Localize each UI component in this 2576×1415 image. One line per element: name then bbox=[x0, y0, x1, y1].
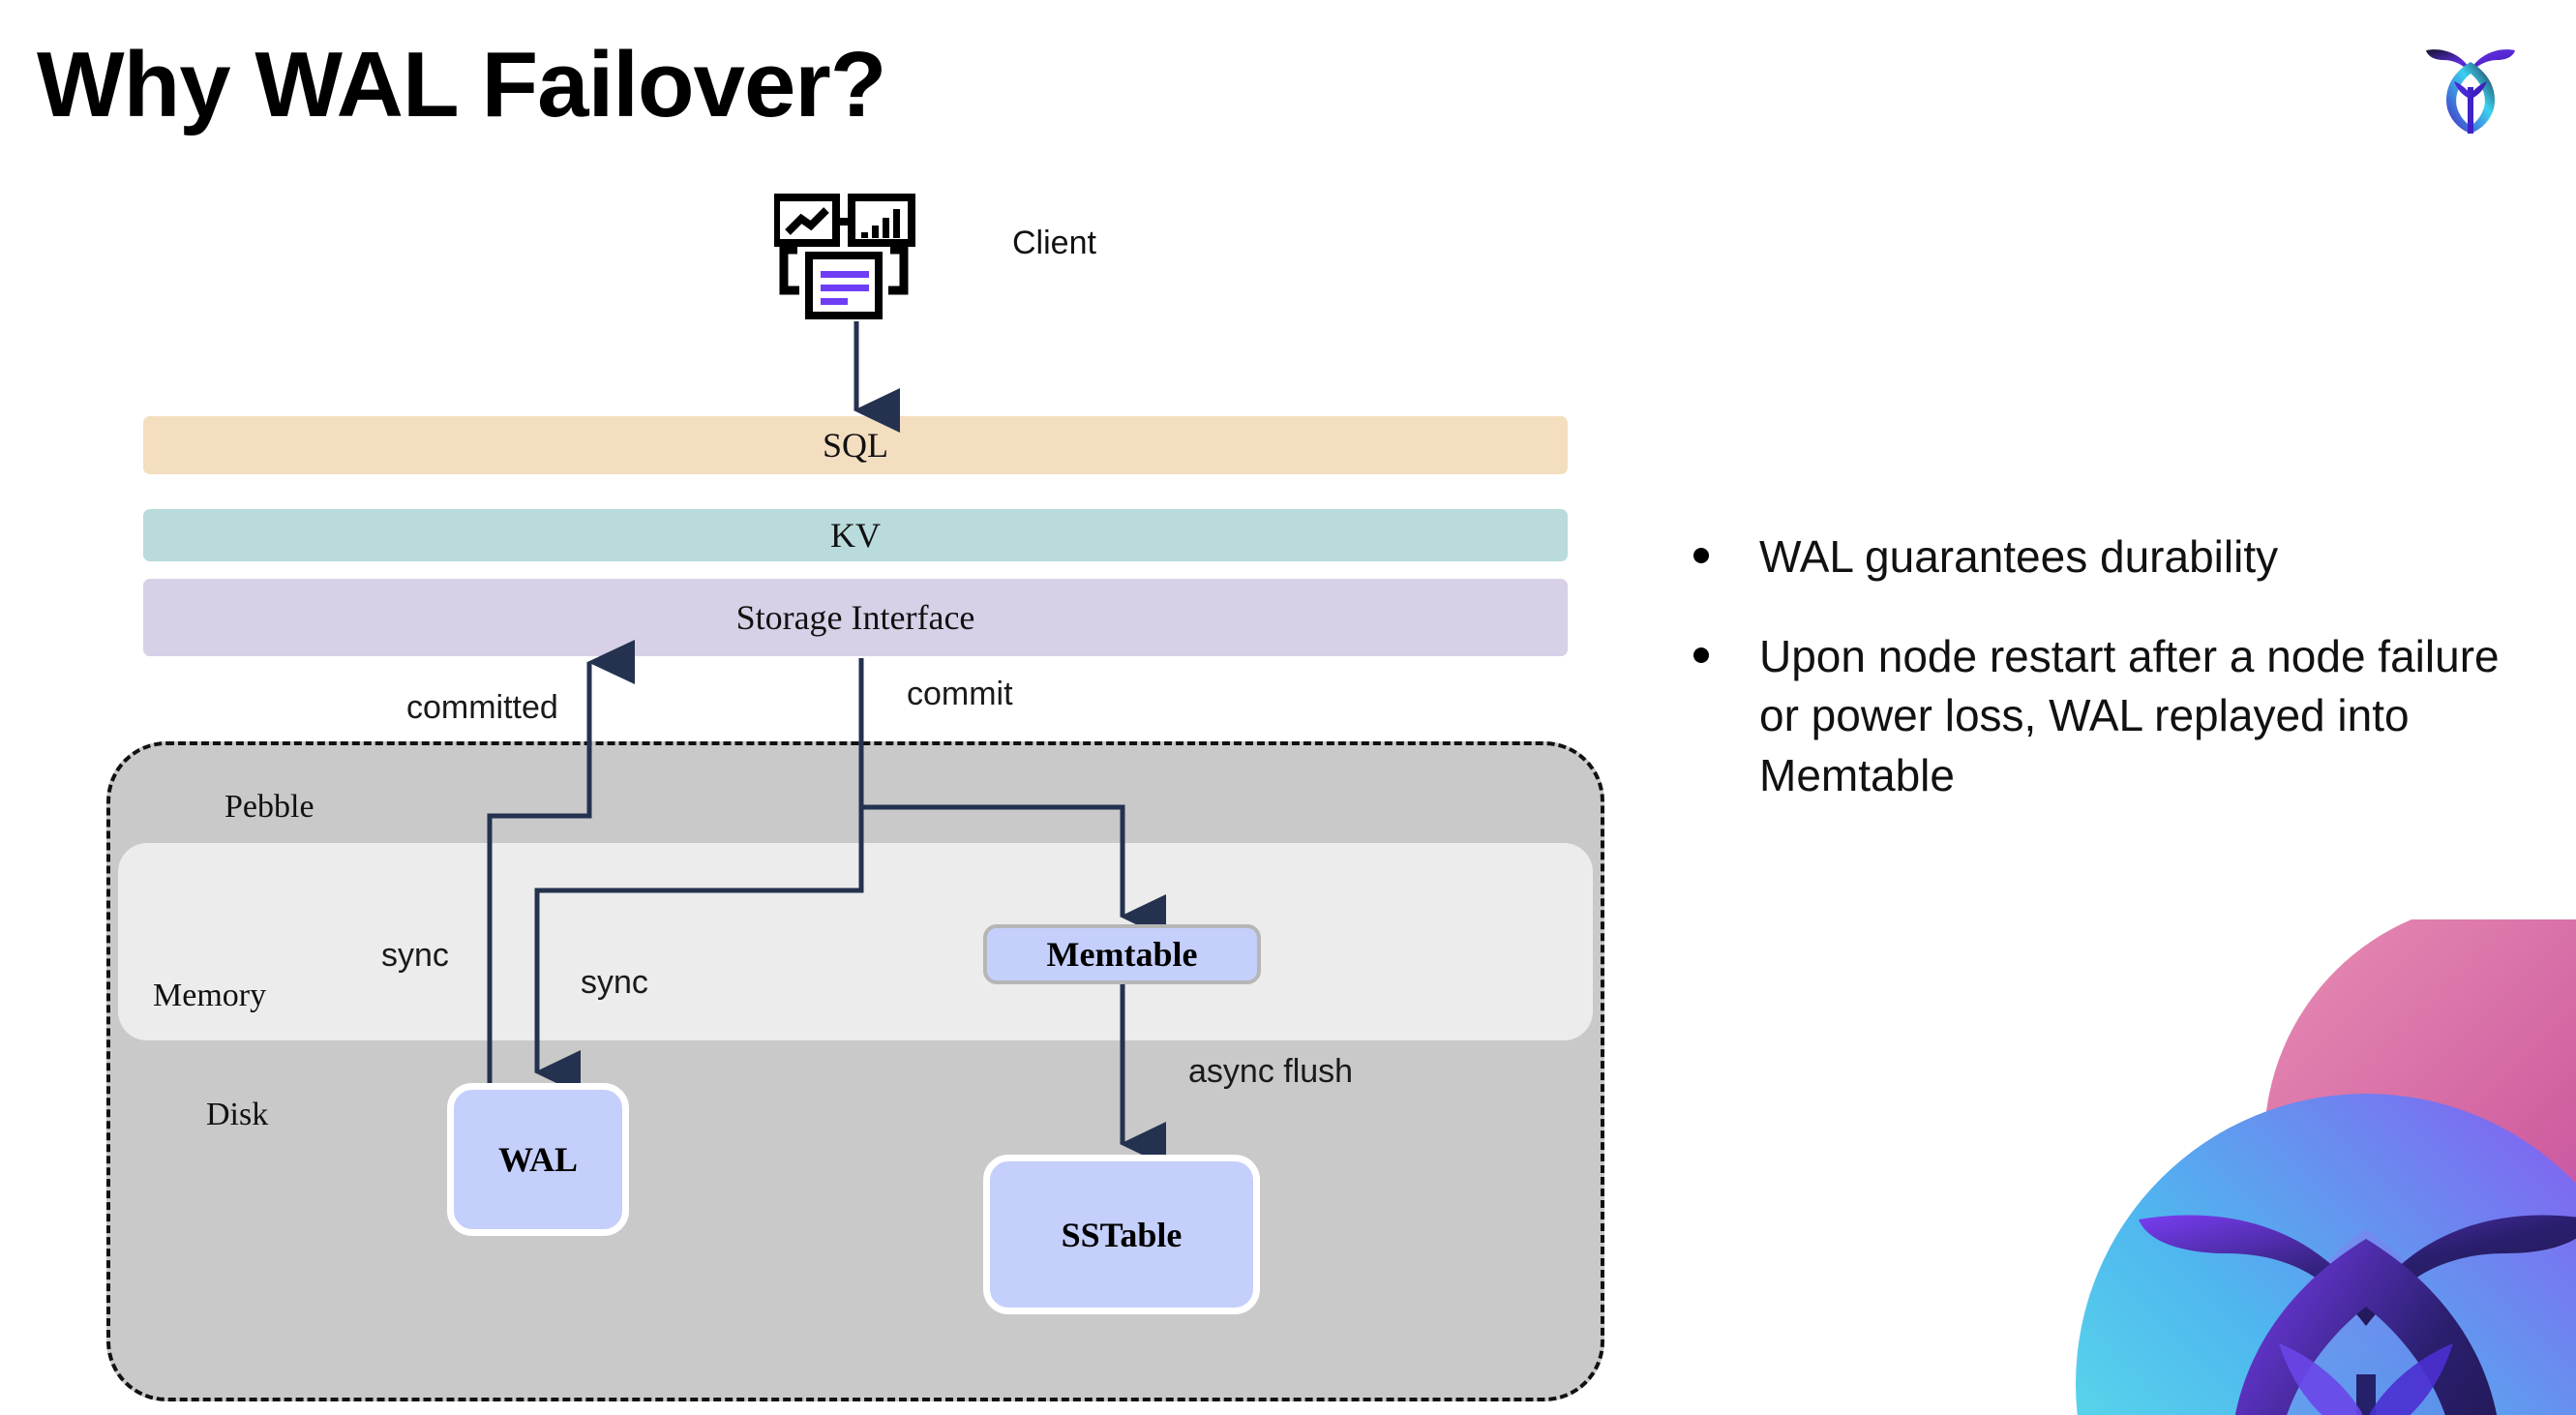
layer-label-storage: Storage Interface bbox=[735, 598, 975, 637]
node-sstable: SSTable bbox=[983, 1155, 1260, 1314]
connector-label-commit: commit bbox=[907, 676, 1013, 712]
connector-label-sync-left: sync bbox=[381, 937, 449, 974]
zone-label-disk: Disk bbox=[206, 1097, 269, 1132]
layer-bar-storage: Storage Interface bbox=[143, 579, 1568, 656]
layer-label-kv: KV bbox=[830, 516, 881, 555]
cockroachdb-logo-icon bbox=[2412, 31, 2529, 137]
bullet-text: WAL guarantees durability bbox=[1759, 531, 2279, 582]
layer-bar-sql: SQL bbox=[143, 416, 1568, 474]
cockroachdb-watermark-graphic bbox=[1964, 919, 2576, 1415]
layer-bar-kv: KV bbox=[143, 509, 1568, 561]
node-label-wal: WAL bbox=[497, 1140, 579, 1179]
connector-label-async-flush: async flush bbox=[1188, 1053, 1354, 1090]
layer-label-sql: SQL bbox=[822, 426, 888, 465]
memory-zone bbox=[118, 843, 1593, 1040]
node-label-memtable: Memtable bbox=[1046, 935, 1198, 974]
list-item: WAL guarantees durability bbox=[1693, 527, 2506, 587]
page-title: Why WAL Failover? bbox=[37, 33, 886, 136]
client-dashboard-icon bbox=[772, 194, 931, 329]
bullet-dot-icon bbox=[1693, 647, 1709, 664]
node-label-sstable: SSTable bbox=[1061, 1215, 1183, 1254]
connector-label-committed: committed bbox=[406, 689, 558, 726]
zone-label-memory: Memory bbox=[153, 978, 267, 1013]
pebble-container bbox=[106, 741, 1604, 1401]
list-item: Upon node restart after a node failure o… bbox=[1693, 627, 2506, 805]
bullet-dot-icon bbox=[1693, 548, 1709, 563]
client-label: Client bbox=[1012, 225, 1096, 261]
node-wal: WAL bbox=[447, 1083, 629, 1236]
bullet-list: WAL guarantees durability Upon node rest… bbox=[1693, 527, 2506, 846]
architecture-diagram: Client SQL KV Storage Interface Pebble M… bbox=[106, 194, 1604, 1401]
node-memtable: Memtable bbox=[983, 924, 1261, 984]
bullet-text: Upon node restart after a node failure o… bbox=[1759, 631, 2500, 800]
connector-label-sync-right: sync bbox=[581, 964, 648, 1001]
zone-label-pebble: Pebble bbox=[225, 789, 315, 825]
